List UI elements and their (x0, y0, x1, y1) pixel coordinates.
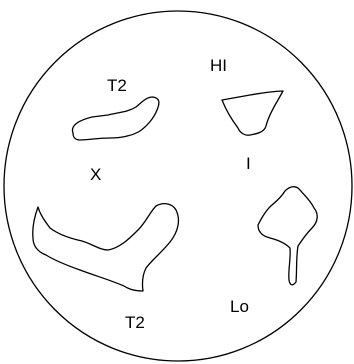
region-t2-bottom (33, 204, 179, 291)
label-x: X (90, 165, 101, 184)
label-lo: Lo (230, 297, 249, 316)
label-i: I (246, 154, 251, 173)
region-hi (222, 91, 283, 135)
region-t2-top (72, 97, 158, 140)
field-circle (4, 11, 352, 361)
label-t2-bottom: T2 (125, 313, 145, 332)
label-hi: HI (210, 56, 227, 75)
region-lo (258, 187, 317, 285)
label-t2-top: T2 (107, 76, 127, 95)
